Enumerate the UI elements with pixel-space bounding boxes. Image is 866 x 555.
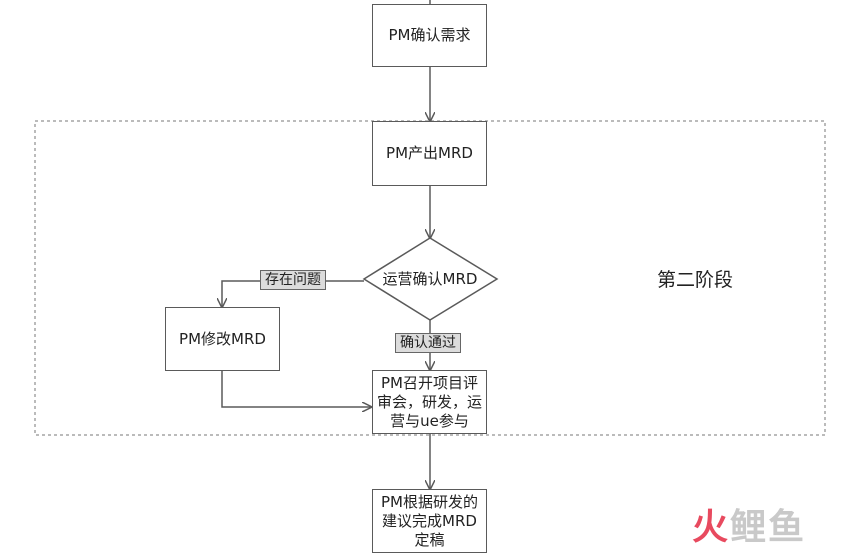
edge-label-confirmed-pass: 确认通过 (395, 333, 461, 353)
node-produce-mrd: PM产出MRD (372, 121, 487, 186)
ops-confirm-decision-diamond (362, 237, 499, 321)
node-modify-mrd: PM修改MRD (165, 307, 280, 371)
node-ops-confirm-mrd: 运营确认MRD (382, 270, 478, 288)
node-finalize-mrd: PM根据研发的建议完成MRD定稿 (372, 489, 487, 553)
stage-two-label: 第二阶段 (657, 269, 734, 291)
node-confirm-requirement: PM确认需求 (372, 4, 487, 67)
edge-label-has-issues: 存在问题 (260, 270, 326, 290)
node-review-meeting: PM召开项目评审会，研发，运营与ue参与 (372, 370, 487, 434)
watermark-logo: 火鲤鱼 (692, 508, 806, 548)
edge-modify-to-review (221, 371, 371, 407)
watermark-logo-part-2: 鲤鱼 (730, 507, 807, 548)
watermark-logo-part-1: 火 (692, 507, 731, 548)
